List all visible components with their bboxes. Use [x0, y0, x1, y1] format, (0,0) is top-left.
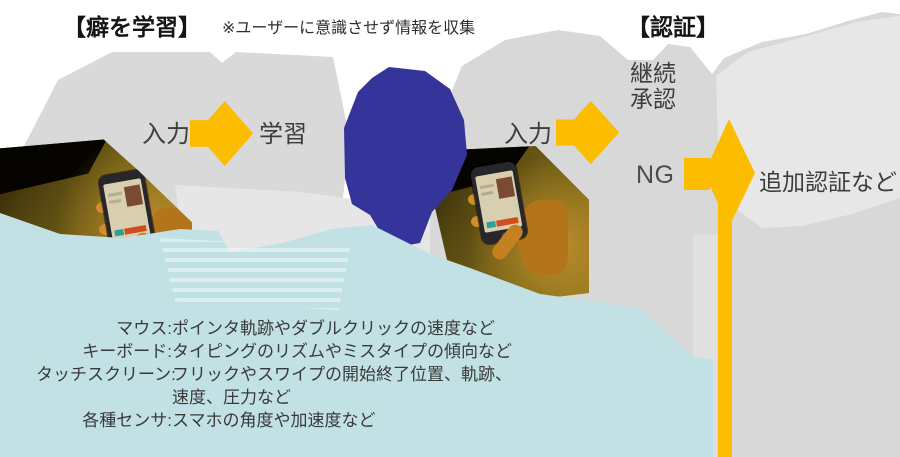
flow-line-vertical — [718, 172, 732, 457]
signal-text: スマホの角度や加速度など — [172, 411, 376, 430]
label-ng: NG — [636, 161, 675, 189]
signal-text: 速度、圧力など — [172, 388, 291, 407]
list-item: マウス: ポインタ軌跡やダブルクリックの速度など — [36, 317, 512, 340]
label-continuous-line1: 継続 — [630, 60, 676, 86]
signal-text: フリックやスワイプの開始終了位置、軌跡、 — [172, 365, 512, 384]
signal-label: タッチスクリーン: — [36, 365, 176, 384]
signal-list: マウス: ポインタ軌跡やダブルクリックの速度など キーボード: タイピングのリズ… — [36, 317, 512, 432]
screen-teal-button — [114, 228, 125, 237]
list-item: 各種センサ: スマホの角度や加速度など — [36, 409, 512, 432]
signal-text: ポインタ軌跡やダブルクリックの速度など — [172, 319, 495, 338]
label-additional-auth: 追加認証など — [759, 169, 897, 195]
screen-line — [107, 191, 123, 198]
section-title-auth: 【認証】 — [627, 14, 719, 40]
label-continuous-line2: 承認 — [630, 86, 676, 112]
finger — [99, 224, 112, 235]
learn-note: ※ユーザーに意識させず情報を収集 — [222, 20, 476, 37]
label-continuous-approval: 継続 承認 — [630, 60, 676, 112]
screen-photo — [123, 184, 144, 207]
signal-label — [36, 386, 172, 409]
list-item: キーボード: タイピングのリズムやミスタイプの傾向など — [36, 340, 512, 363]
screen-photo — [495, 176, 516, 199]
hand — [518, 200, 568, 275]
teal-stripe-pattern — [160, 238, 350, 310]
finger — [471, 216, 484, 227]
screen-line — [108, 198, 122, 204]
screen-line — [480, 190, 494, 196]
signal-label: マウス: — [116, 319, 172, 338]
screen-line — [479, 183, 495, 190]
screen-teal-button — [486, 220, 497, 229]
arrow-right-icon — [684, 119, 755, 227]
label-learn: 学習 — [259, 121, 307, 148]
list-item: タッチスクリーン: フリックやスワイプの開始終了位置、軌跡、 — [36, 363, 512, 386]
signal-label: 各種センサ: — [82, 411, 172, 430]
arrow-right-icon — [190, 100, 254, 167]
arrow-right-icon — [556, 100, 620, 165]
label-input-left: 入力 — [142, 121, 190, 148]
section-title-learn: 【癖を学習】 — [63, 14, 201, 40]
list-item: 速度、圧力など — [36, 386, 512, 409]
label-input-right: 入力 — [504, 121, 552, 148]
signal-text: タイピングのリズムやミスタイプの傾向など — [172, 342, 512, 361]
signal-label: キーボード: — [82, 342, 172, 361]
